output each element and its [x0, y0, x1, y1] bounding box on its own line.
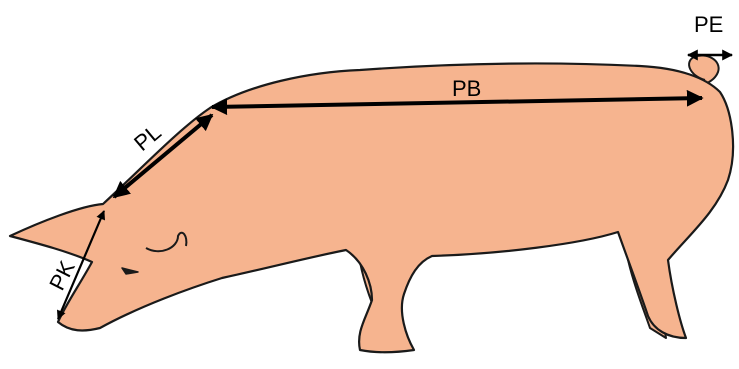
pe-label: PE — [694, 12, 723, 37]
pk-label: PK — [44, 256, 80, 294]
pig-body — [10, 63, 733, 352]
pb-label: PB — [452, 76, 481, 101]
